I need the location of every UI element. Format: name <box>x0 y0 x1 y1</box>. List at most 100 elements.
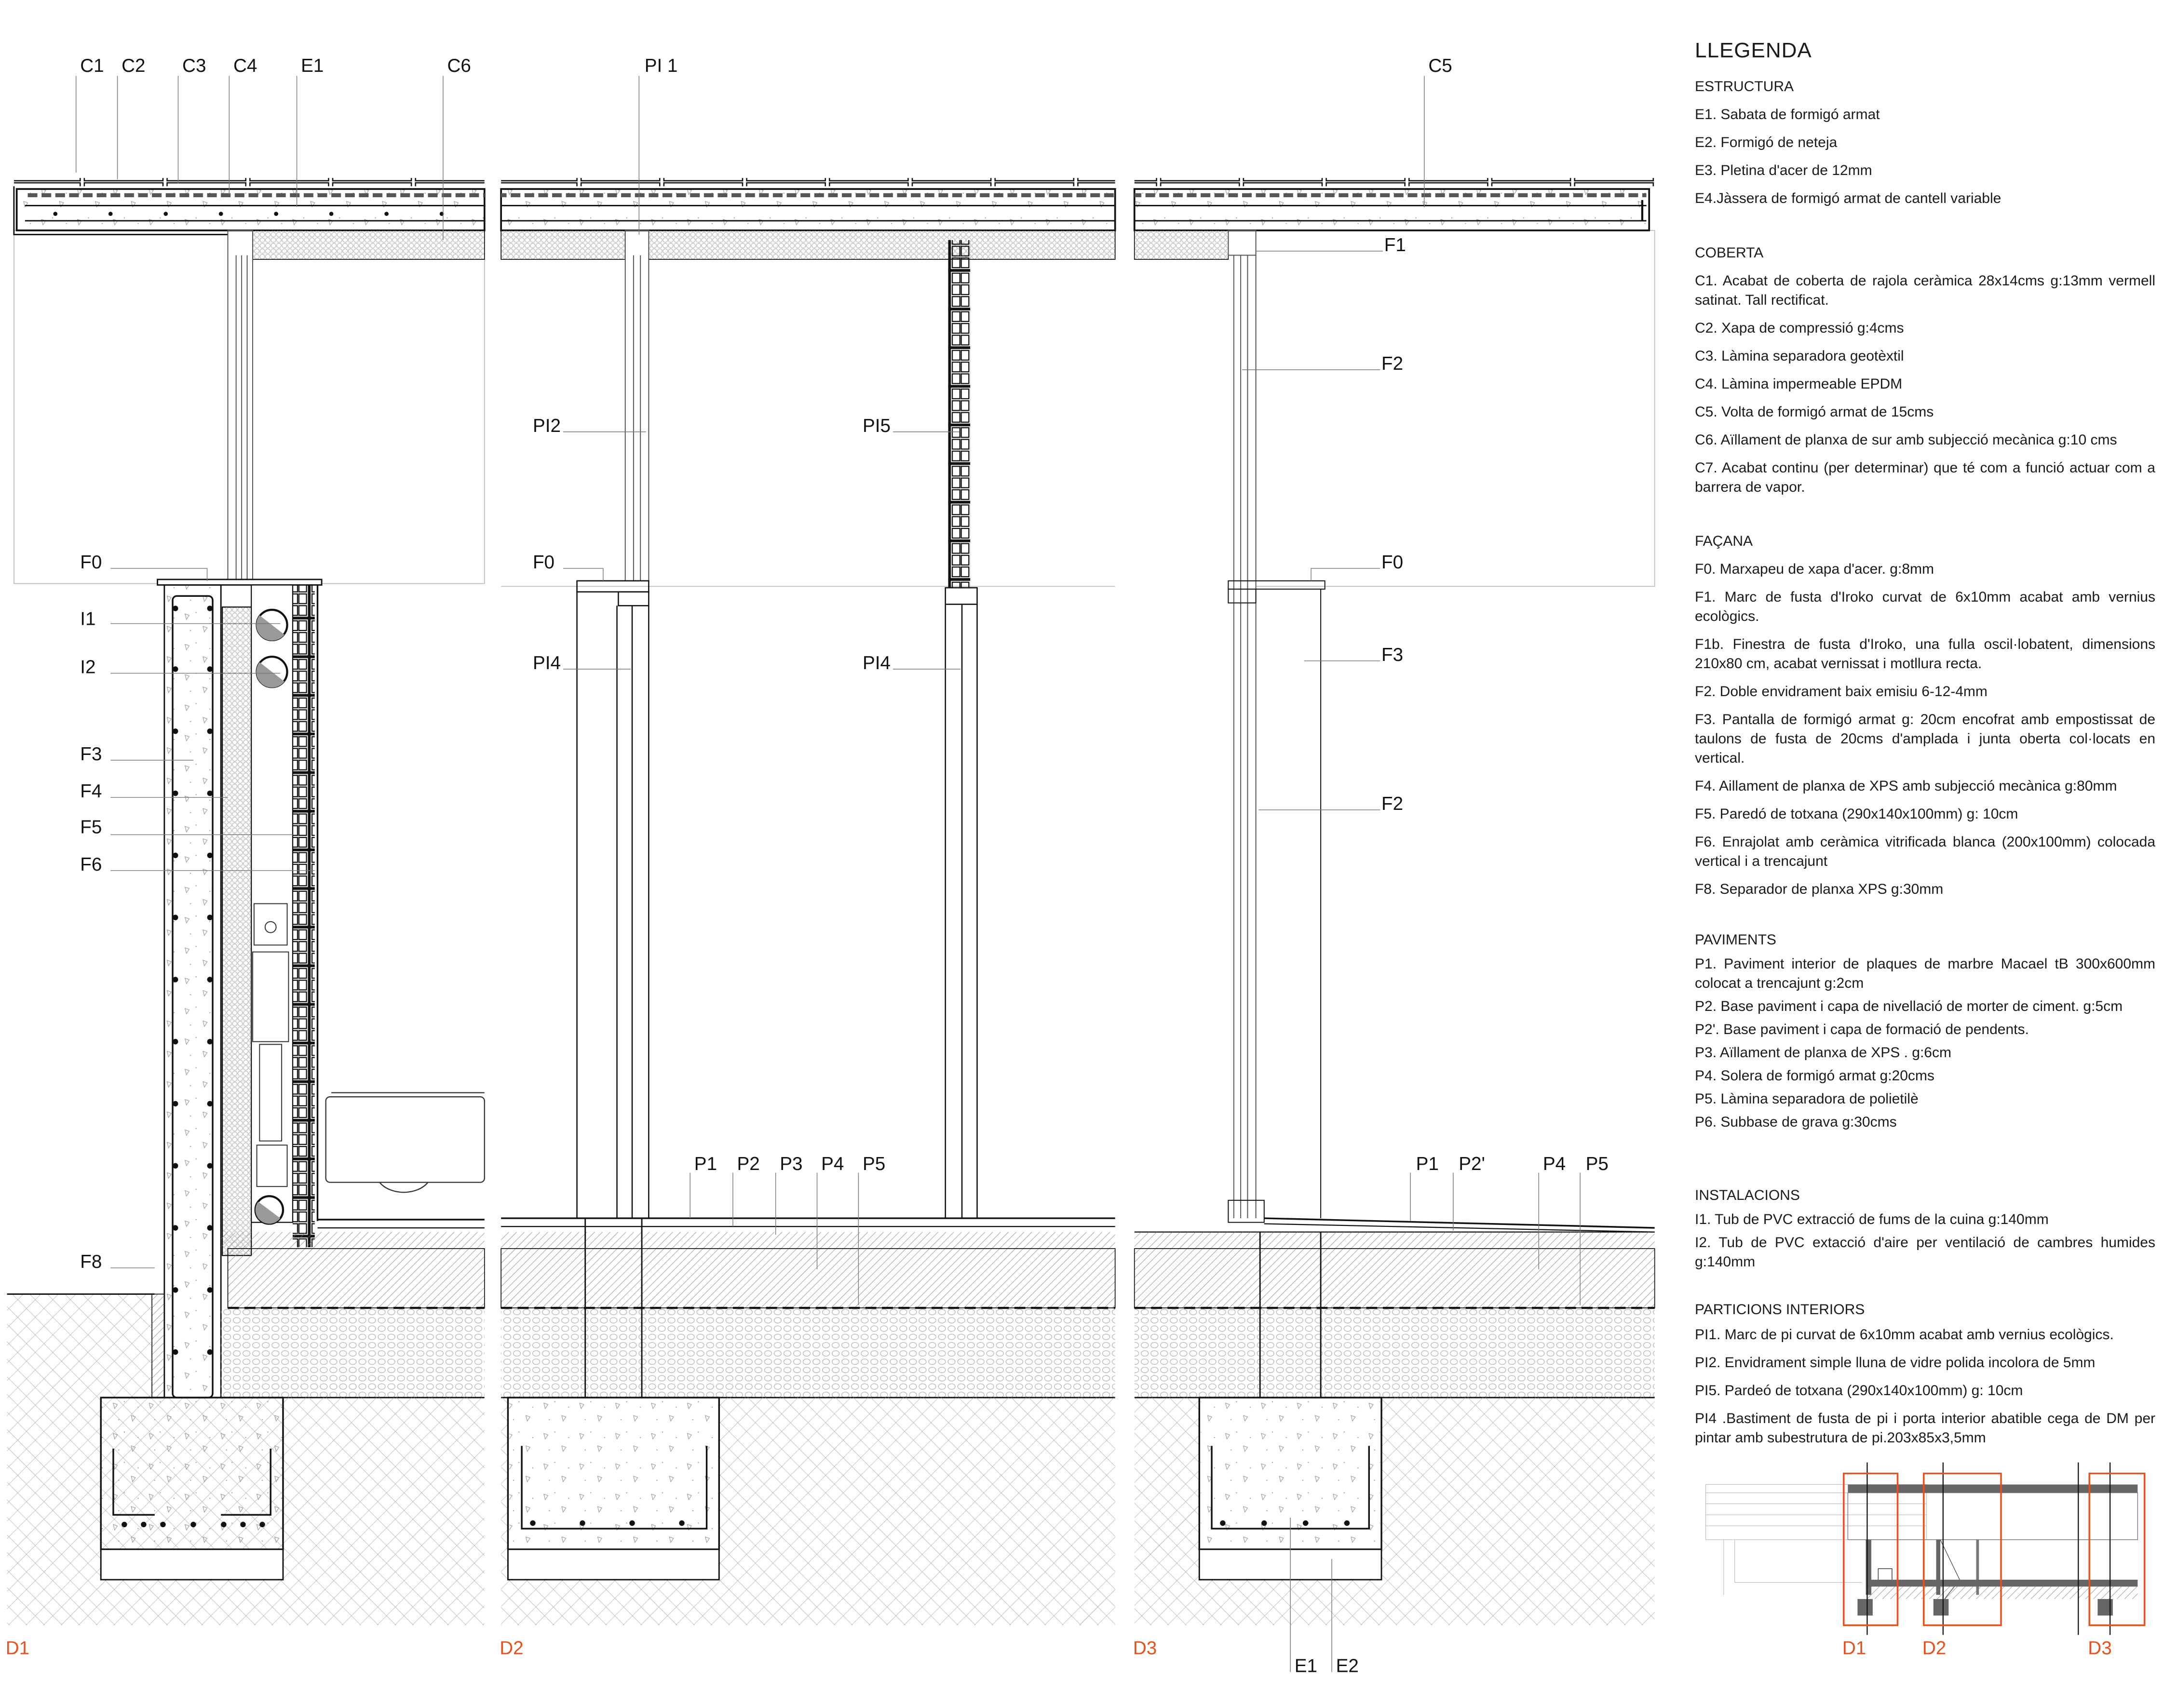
bathtub <box>325 1092 485 1193</box>
gravel-subbase <box>221 1308 485 1398</box>
legend-item: E4.Jàssera de formigó armat de cantell v… <box>1695 190 2002 206</box>
legend-section-estructura: ESTRUCTURA E1. Sabata de formigó armat E… <box>1695 77 2155 217</box>
legend-item: C6. Aïllament de planxa de sur amb subje… <box>1695 432 2117 448</box>
label-f4: F4 <box>80 781 102 802</box>
label-p4: P4 <box>1543 1154 1566 1174</box>
legend-item: F1. Marc de fusta d'Iroko curvat de 6x10… <box>1695 589 2155 624</box>
legend-item: PI5. Pardeó de totxana (290x140x100mm) g… <box>1695 1383 2023 1399</box>
roof-insulation <box>252 230 485 260</box>
legend-section-paviments: PAVIMENTS P1. Paviment interior de plaqu… <box>1695 930 2155 1136</box>
partition-glass-frame <box>624 229 649 581</box>
legend-item: F5. Paredó de totxana (290x140x100mm) g:… <box>1695 806 2018 822</box>
label-f0: F0 <box>80 552 102 573</box>
label-f6: F6 <box>80 854 102 875</box>
legend-item: C7. Acabat continu (per determinar) que … <box>1695 460 2155 495</box>
legend-title: LLEGENDA <box>1695 39 1812 62</box>
label-p2-prime: P2' <box>1459 1154 1485 1174</box>
label-pi4: PI4 <box>533 653 561 673</box>
toilet-cistern <box>252 903 289 1187</box>
legend-heading: INSTALACIONS <box>1695 1187 1800 1203</box>
section1-callouts: C1 C2 C3 C4 E1 C6 F0 I1 I2 F3 F4 F5 F6 F… <box>80 55 471 1272</box>
legend-item: F0. Marxapeu de xapa d'acer. g:8mm <box>1695 561 1934 577</box>
label-f0: F0 <box>1381 552 1403 573</box>
window-frame <box>1228 229 1325 1223</box>
legend-item: P6. Subbase de grava g:30cms <box>1695 1114 1897 1130</box>
key-plan-label-d3: D3 <box>2088 1638 2111 1658</box>
legend-item: P2'. Base paviment i capa de formació de… <box>1695 1022 2029 1037</box>
label-c6: C6 <box>447 55 471 76</box>
legend-item: F6. Enrajolat amb ceràmica vitrificada b… <box>1695 834 2155 869</box>
legend-section-particions: PARTICIONS INTERIORS PI1. Marc de pi cur… <box>1695 1300 2155 1456</box>
legend-item: F3. Pantalla de formigó armat g: 20cm en… <box>1695 712 2155 766</box>
steel-sill-cap <box>157 578 323 586</box>
section2-callouts: PI 1 PI2 PI5 F0 PI4 PI4 P1 P2 P3 P4 P5 <box>533 55 891 1174</box>
legend-item: F8. Separador de planxa XPS g:30mm <box>1695 881 1944 897</box>
label-i1: I1 <box>80 608 95 629</box>
legend-item: P5. Làmina separadora de polietilè <box>1695 1091 1919 1107</box>
label-p5: P5 <box>1586 1154 1609 1174</box>
label-pi4: PI4 <box>863 653 891 673</box>
key-plan-box-d2 <box>1923 1472 2002 1627</box>
wall-insulation <box>221 606 252 1256</box>
label-e1: E1 <box>1295 1656 1317 1677</box>
legend-item: C3. Làmina separadora geotèxtil <box>1695 348 1904 364</box>
legend-item: P4. Solera de formigó armat g:20cms <box>1695 1068 1934 1084</box>
label-f3: F3 <box>80 744 102 765</box>
legend-heading: PAVIMENTS <box>1695 932 1776 948</box>
ceiling-outline <box>14 230 485 584</box>
label-c5: C5 <box>1428 55 1452 76</box>
label-e1: E1 <box>301 55 324 76</box>
roof-epdm <box>25 193 485 198</box>
label-f2: F2 <box>1381 793 1403 814</box>
legend-item: F1b. Finestra de fusta d'Iroko, una full… <box>1695 636 2155 672</box>
label-p3: P3 <box>780 1154 802 1174</box>
lean-concrete <box>100 1548 284 1581</box>
detail-id-d3: D3 <box>1133 1638 1157 1658</box>
label-p5: P5 <box>863 1154 885 1174</box>
label-e2: E2 <box>1336 1656 1359 1677</box>
label-f3: F3 <box>1381 645 1403 665</box>
label-pi5: PI5 <box>863 416 891 436</box>
brick-wall <box>293 585 315 1248</box>
legend-item: C4. Làmina impermeable EPDM <box>1695 376 1903 392</box>
legend-item: F4. Aillament de planxa de XPS amb subje… <box>1695 778 2117 794</box>
label-pi2: PI2 <box>533 416 561 436</box>
key-plan-box-d1 <box>1843 1472 1899 1627</box>
detail-id-d1: D1 <box>6 1638 29 1658</box>
legend-item: E1. Sabata de formigó armat <box>1695 107 1880 122</box>
legend-item: PI2. Envidrament simple lluna de vidre p… <box>1695 1355 2096 1371</box>
label-c3: C3 <box>182 55 206 76</box>
section-d2: PI 1 PI2 PI5 F0 PI4 PI4 P1 P2 P3 P4 P5 D… <box>500 55 1116 1658</box>
key-plan-label-d1: D1 <box>1842 1638 1866 1658</box>
legend-section-facana: FAÇANA F0. Marxapeu de xapa d'acer. g:8m… <box>1695 532 2155 908</box>
label-c2: C2 <box>122 55 145 76</box>
section3-callouts: C5 F1 F2 F0 F3 F2 P1 P2' P4 P5 E1 E2 <box>1295 55 1609 1677</box>
roof-tiles <box>14 178 485 187</box>
label-p2: P2 <box>737 1154 760 1174</box>
label-p1: P1 <box>1416 1154 1439 1174</box>
label-f2: F2 <box>1381 353 1403 374</box>
legend-item: P3. Aïllament de planxa de XPS . g:6cm <box>1695 1045 1951 1061</box>
detail-id-d2: D2 <box>500 1638 523 1658</box>
legend-item: PI4 .Bastiment de fusta de pi i porta in… <box>1695 1411 2155 1446</box>
key-plan-box-d3 <box>2088 1472 2146 1627</box>
legend-item: P2. Base paviment i capa de nivellació d… <box>1695 998 2123 1014</box>
legend-item: C2. Xapa de compressió g:4cms <box>1695 320 1904 336</box>
legend-heading: PARTICIONS INTERIORS <box>1695 1302 1865 1318</box>
pvc-pipe-icon <box>256 608 288 642</box>
pvc-pipe-icon <box>254 1195 284 1225</box>
legend-item: E2. Formigó de neteja <box>1695 134 1838 150</box>
legend-section-instalacions: INSTALACIONS I1. Tub de PVC extracció de… <box>1695 1186 2155 1280</box>
key-plan-section: D1 D2 D3 <box>1705 1462 2146 1658</box>
legend-heading: FAÇANA <box>1695 533 1753 549</box>
legend-section-coberta: COBERTA C1. Acabat de coberta de rajola … <box>1695 243 2155 506</box>
concrete-wall <box>163 584 222 1399</box>
door-frame <box>576 580 978 1219</box>
pvc-pipe-icon <box>256 656 288 688</box>
label-f8: F8 <box>80 1251 102 1272</box>
legend-item: I2. Tub de PVC extacció d'aire per venti… <box>1695 1235 2155 1270</box>
legend-item: P1. Paviment interior de plaques de marb… <box>1695 956 2155 991</box>
legend-item: I1. Tub de PVC extracció de fums de la c… <box>1695 1211 2049 1227</box>
label-f0: F0 <box>533 552 555 573</box>
